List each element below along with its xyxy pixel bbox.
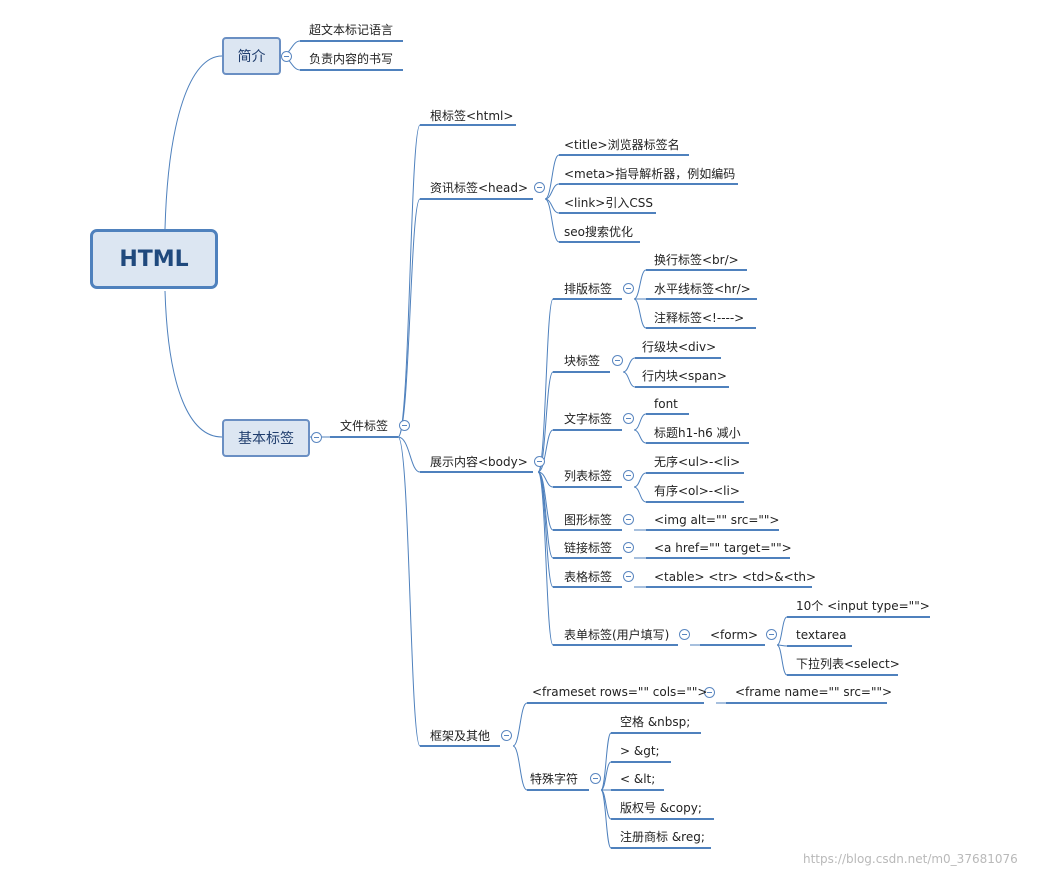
- collapse-icon[interactable]: [311, 432, 322, 443]
- layout-item[interactable]: 注释标签<!---->: [654, 311, 745, 325]
- block-item[interactable]: 行级块<div>: [642, 340, 717, 354]
- collapse-icon[interactable]: [623, 571, 634, 582]
- link-item[interactable]: <a href="" target="">: [654, 541, 792, 555]
- special-chars-node[interactable]: 特殊字符: [530, 772, 579, 786]
- special-char-item[interactable]: 版权号 &copy;: [620, 801, 702, 815]
- layout-tags-node[interactable]: 排版标签: [564, 282, 613, 296]
- collapse-icon[interactable]: [623, 542, 634, 553]
- watermark: https://blog.csdn.net/m0_37681076: [803, 852, 1018, 866]
- body-node[interactable]: 展示内容<body>: [430, 455, 528, 469]
- collapse-icon[interactable]: [281, 51, 292, 62]
- frame-item[interactable]: <frame name="" src="">: [735, 685, 893, 699]
- frameset-node[interactable]: <frameset rows="" cols="">: [532, 685, 708, 699]
- text-tags-node[interactable]: 文字标签: [564, 412, 613, 426]
- form-item[interactable]: 10个 <input type="">: [796, 599, 930, 613]
- layout-item[interactable]: 水平线标签<hr/>: [654, 282, 751, 296]
- special-char-item[interactable]: 注册商标 &reg;: [620, 830, 705, 844]
- list-item[interactable]: 有序<ol>-<li>: [654, 484, 740, 498]
- list-tags-node[interactable]: 列表标签: [564, 469, 613, 483]
- collapse-icon[interactable]: [534, 182, 545, 193]
- text-item[interactable]: font: [654, 397, 678, 411]
- link-tags-node[interactable]: 链接标签: [564, 541, 613, 555]
- frame-node[interactable]: 框架及其他: [430, 729, 491, 743]
- root-tag-node[interactable]: 根标签<html>: [430, 109, 514, 123]
- collapse-icon[interactable]: [399, 420, 410, 431]
- collapse-icon[interactable]: [623, 413, 634, 424]
- head-item[interactable]: <link>引入CSS: [564, 196, 653, 210]
- head-item[interactable]: seo搜索优化: [564, 225, 633, 239]
- collapse-icon[interactable]: [704, 687, 715, 698]
- special-char-item[interactable]: > &gt;: [620, 744, 660, 758]
- collapse-icon[interactable]: [501, 730, 512, 741]
- intro-item[interactable]: 负责内容的书写: [309, 52, 394, 66]
- intro-item[interactable]: 超文本标记语言: [309, 23, 394, 37]
- collapse-icon[interactable]: [590, 773, 601, 784]
- collapse-icon[interactable]: [766, 629, 777, 640]
- intro-node[interactable]: 简介: [222, 37, 281, 75]
- collapse-icon[interactable]: [679, 629, 690, 640]
- table-item[interactable]: <table> <tr> <td>&<th>: [654, 570, 817, 584]
- form-tag-node[interactable]: <form>: [710, 628, 759, 642]
- special-char-item[interactable]: < &lt;: [620, 772, 656, 786]
- file-tags-node[interactable]: 文件标签: [340, 419, 389, 433]
- root-node[interactable]: HTML: [90, 229, 218, 289]
- special-char-item[interactable]: 空格 &nbsp;: [620, 715, 691, 729]
- collapse-icon[interactable]: [623, 514, 634, 525]
- text-item[interactable]: 标题h1-h6 减小: [654, 426, 741, 440]
- collapse-icon[interactable]: [623, 470, 634, 481]
- collapse-icon[interactable]: [623, 283, 634, 294]
- form-item[interactable]: textarea: [796, 628, 847, 642]
- collapse-icon[interactable]: [612, 355, 623, 366]
- collapse-icon[interactable]: [534, 456, 545, 467]
- list-item[interactable]: 无序<ul>-<li>: [654, 455, 741, 469]
- form-tags-node[interactable]: 表单标签(用户填写): [564, 628, 670, 642]
- head-node[interactable]: 资讯标签<head>: [430, 181, 529, 195]
- head-item[interactable]: <title>浏览器标签名: [564, 138, 680, 152]
- image-tags-node[interactable]: 图形标签: [564, 513, 613, 527]
- table-tags-node[interactable]: 表格标签: [564, 570, 613, 584]
- block-item[interactable]: 行内块<span>: [642, 369, 727, 383]
- form-item[interactable]: 下拉列表<select>: [796, 657, 900, 671]
- layout-item[interactable]: 换行标签<br/>: [654, 253, 739, 267]
- basic-tags-node[interactable]: 基本标签: [222, 419, 310, 457]
- head-item[interactable]: <meta>指导解析器，例如编码: [564, 167, 736, 181]
- block-tags-node[interactable]: 块标签: [564, 354, 601, 368]
- image-item[interactable]: <img alt="" src="">: [654, 513, 780, 527]
